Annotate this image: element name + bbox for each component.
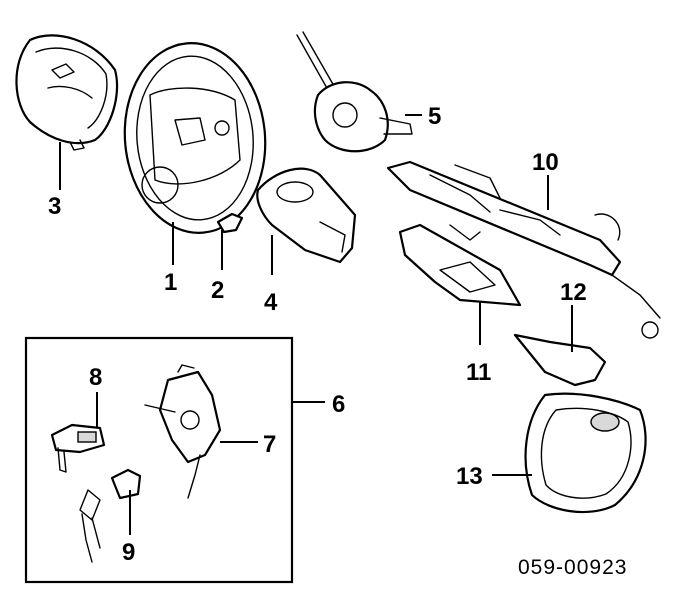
callout-9: 9 [122, 539, 135, 566]
lock-set-frame [24, 336, 294, 584]
callout-12: 12 [560, 279, 587, 306]
callout-4: 4 [264, 289, 278, 316]
callout-2: 2 [211, 277, 224, 304]
airbag-module [15, 34, 119, 151]
clip-part [216, 212, 244, 234]
steering-column [386, 160, 661, 339]
callout-5: 5 [428, 103, 441, 130]
ignition-lock-cylinder [79, 468, 142, 563]
column-cover [256, 167, 357, 264]
callout-10: 10 [532, 149, 559, 176]
trim-bezel [524, 392, 647, 514]
callout-1: 1 [164, 269, 177, 296]
steering-wheel [123, 42, 267, 234]
combination-switch [296, 31, 413, 153]
door-lock-cylinder [50, 423, 106, 473]
callout-11: 11 [466, 359, 491, 386]
callout-8: 8 [89, 364, 102, 391]
callout-13: 13 [456, 463, 483, 490]
ignition-switch-assembly [144, 364, 222, 499]
callout-3: 3 [48, 193, 61, 220]
bracket-plate [398, 223, 522, 307]
callout-6: 6 [332, 391, 345, 418]
lower-bracket [513, 333, 607, 387]
callout-7: 7 [263, 431, 276, 458]
diagram-code: 059-00923 [518, 556, 627, 579]
